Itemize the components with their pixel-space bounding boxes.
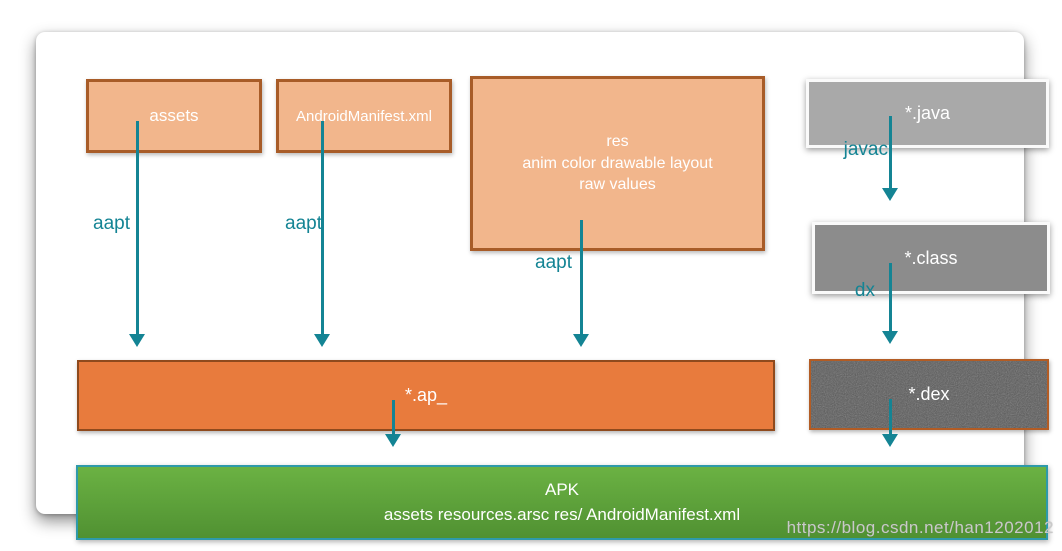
arrow-line — [888, 263, 892, 331]
node-res-line2: anim color drawable layout — [522, 154, 713, 172]
edge-label-aapt-manifest: aapt — [285, 213, 322, 234]
node-ap-archive: *.ap_ — [77, 360, 775, 431]
node-java-label: *.java — [904, 103, 951, 123]
node-apk-line2: assets resources.arsc res/ AndroidManife… — [383, 504, 741, 524]
arrowhead-icon — [314, 334, 330, 347]
node-android-manifest: AndroidManifest.xml — [276, 79, 452, 153]
arrow-line — [320, 121, 324, 334]
arrow-line — [888, 116, 892, 188]
node-res-line3: raw values — [579, 176, 656, 194]
node-dex: *.dex — [809, 359, 1049, 430]
node-dex-label: *.dex — [908, 384, 950, 404]
edge-label-aapt-res: aapt — [535, 252, 572, 273]
arrowhead-icon — [882, 331, 898, 344]
edge-label-aapt-assets: aapt — [93, 213, 130, 234]
node-apk: APK assets resources.arsc res/ AndroidMa… — [76, 465, 1048, 540]
arrowhead-icon — [882, 188, 898, 201]
arrow-line — [579, 220, 583, 334]
node-android-manifest-label: AndroidManifest.xml — [296, 107, 432, 125]
arrow-line — [391, 400, 395, 434]
arrowhead-icon — [573, 334, 589, 347]
arrowhead-icon — [129, 334, 145, 347]
node-res-line1: res — [606, 133, 629, 151]
node-apk-line1: APK — [544, 479, 580, 499]
arrow-line — [135, 121, 139, 334]
arrow-line — [888, 399, 892, 434]
arrowhead-icon — [882, 434, 898, 447]
node-java: *.java — [806, 79, 1049, 148]
edge-label-javac: javac — [843, 139, 888, 160]
edge-label-dx: dx — [854, 280, 875, 301]
node-class-label: *.class — [904, 247, 958, 268]
arrowhead-icon — [385, 434, 401, 447]
watermark: https://blog.csdn.net/han1202012 — [786, 518, 1054, 537]
node-class: *.class — [812, 222, 1050, 294]
node-res: res anim color drawable layout raw value… — [470, 76, 765, 251]
node-ap-archive-label: *.ap_ — [404, 385, 448, 405]
node-assets: assets — [86, 79, 262, 153]
node-assets-label: assets — [149, 106, 199, 125]
diagram-card: assets AndroidManifest.xml res anim colo… — [36, 32, 1050, 540]
